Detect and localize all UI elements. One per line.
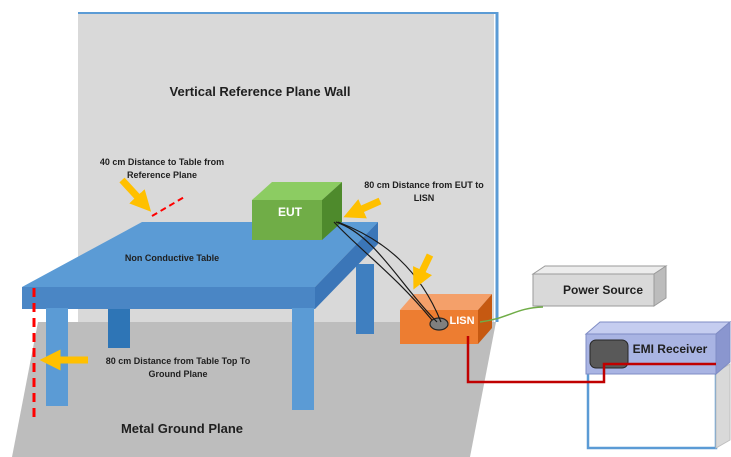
table-leg-back-left	[108, 304, 130, 348]
emi-receiver	[584, 320, 731, 450]
table-side-edge	[315, 222, 378, 309]
wall-title: Vertical Reference Plane Wall	[170, 84, 351, 99]
table-label: Non Conductive Table	[125, 253, 219, 263]
eut-lisn-distance-label-line2: LISN	[414, 193, 435, 203]
lisn-port-icon	[429, 317, 449, 331]
power-source-box	[531, 265, 668, 307]
table-front-edge	[22, 287, 315, 309]
table-leg-back-right	[356, 264, 374, 334]
table-ground-distance-label-line2: Ground Plane	[148, 369, 207, 379]
arrow-lisn-icon	[413, 253, 434, 290]
table-leg-front-right	[292, 308, 314, 410]
table-ref-distance-label-line1: 40 cm Distance to Table from	[100, 157, 224, 167]
power-source-label: Power Source	[563, 283, 643, 297]
emi-receiver-label: EMI Receiver	[633, 342, 708, 356]
receiver-screen-icon	[589, 339, 629, 369]
ground-plane-title: Metal Ground Plane	[121, 421, 243, 436]
arrow-eut-icon	[343, 197, 382, 219]
eut-lisn-distance-label-line1: 80 cm Distance from EUT to	[364, 180, 484, 190]
table-ref-distance-label-line2: Reference Plane	[127, 170, 197, 180]
arrow-reference-plane-icon	[119, 177, 152, 212]
lisn-label: LISN	[449, 315, 474, 327]
receiver-stand	[586, 370, 718, 450]
eut-box	[252, 182, 342, 240]
reference-plane-distance-marker	[151, 195, 187, 217]
eut-label: EUT	[278, 205, 303, 219]
table-ground-distance-label-line1: 80 cm Distance from Table Top To	[106, 356, 251, 366]
power-cable	[479, 306, 544, 323]
eut-lisn-cables	[333, 221, 442, 323]
metal-ground-plane	[12, 322, 496, 457]
rf-cable	[466, 336, 716, 384]
lisn-box	[400, 294, 492, 344]
